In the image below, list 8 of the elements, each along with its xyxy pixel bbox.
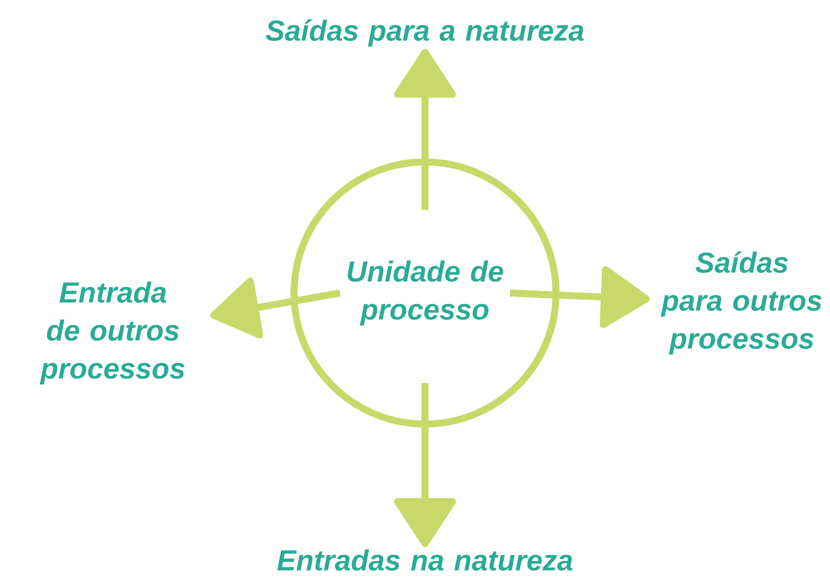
arrow (394, 48, 456, 210)
arrow (510, 266, 650, 328)
flow-label: Saídas para a natureza (266, 19, 584, 47)
flow-label: Entradas na natureza (277, 549, 572, 571)
arrow (394, 383, 456, 548)
flow-label: Saídas para outros processos (660, 251, 822, 355)
arrow (210, 278, 341, 338)
flow-label: Entrada de outros processos (40, 281, 185, 385)
